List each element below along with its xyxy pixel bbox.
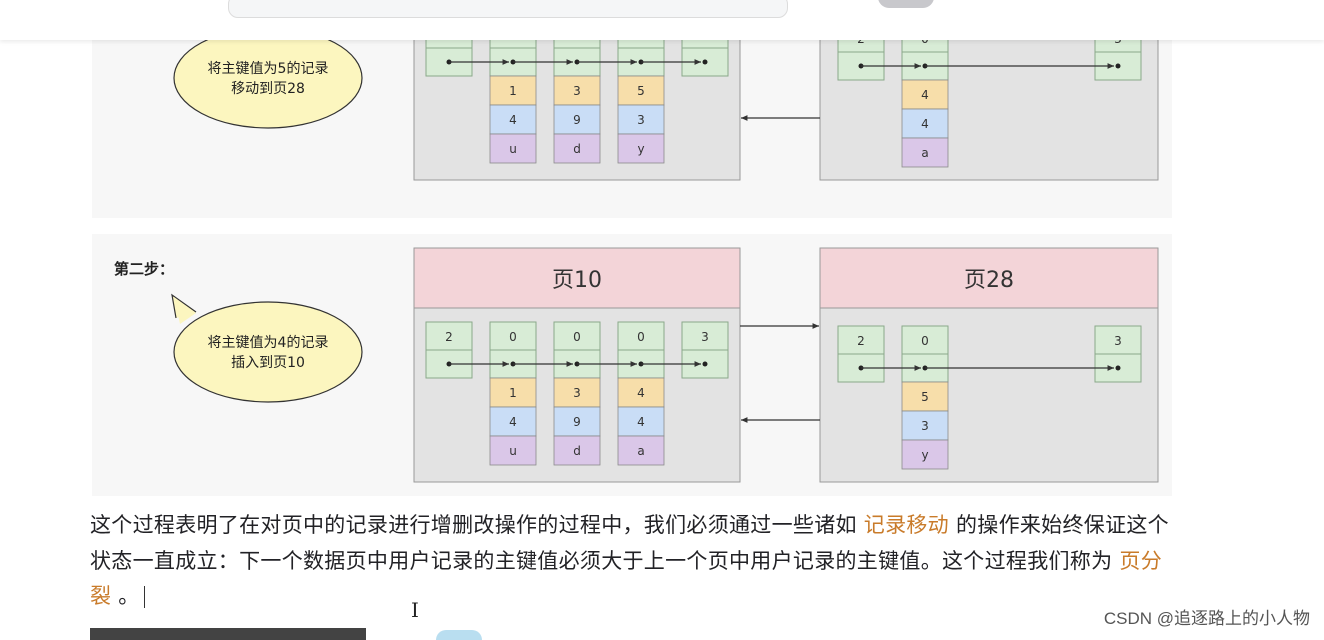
left-record-1-value-2: d bbox=[573, 142, 581, 156]
page-28-title-bar bbox=[819, 247, 1159, 309]
left-head-2-label: 0 bbox=[573, 330, 581, 344]
right-head-2-pointer-dot bbox=[1115, 63, 1121, 69]
right-record-0-value-1: 4 bbox=[921, 117, 929, 131]
step2-diagram: 页10 页28 2 0 0 0 3 1 4 u 3 9 d 4 4 a 2 0 3 5 3 y bbox=[413, 247, 1159, 483]
left-record-0-cell-2 bbox=[489, 133, 537, 164]
text-caret bbox=[143, 586, 145, 608]
article-text-1: 这个过程表明了在对页中的记录进行增删改操作的过程中，我们必须通过一些诸如 bbox=[90, 513, 857, 537]
left-record-0-value-0: 1 bbox=[509, 386, 517, 400]
right-record-0-value-2: a bbox=[921, 146, 928, 160]
left-record-1-cell-2 bbox=[553, 133, 601, 164]
right-record-0-cell-2 bbox=[901, 439, 949, 470]
left-head-4-pointer-dot bbox=[702, 59, 708, 65]
left-record-1-cell-0 bbox=[553, 75, 601, 106]
page-10-title: 页10 bbox=[552, 268, 602, 293]
highlight-record-move[interactable]: 记录移动 bbox=[863, 513, 949, 537]
bubble2-line2: 插入到页10 bbox=[231, 355, 305, 371]
left-head-4-pointer-dot bbox=[702, 361, 708, 367]
left-record-1-value-2: d bbox=[573, 444, 581, 458]
bubble1-line1: 将主键值为5的记录 bbox=[208, 61, 329, 77]
left-record-1-cell-2 bbox=[553, 435, 601, 466]
bubble2-line1: 将主键值为4的记录 bbox=[208, 335, 329, 351]
article-paragraph: 这个过程表明了在对页中的记录进行增删改操作的过程中，我们必须通过一些诸如 记录移… bbox=[90, 508, 1180, 615]
left-record-2-value-2: a bbox=[637, 444, 644, 458]
highlight-page-split[interactable]: 页分裂 bbox=[90, 548, 1162, 609]
step2-label: 第二步： bbox=[114, 260, 174, 278]
watermark: CSDN @追逐路上的小人物 bbox=[1103, 609, 1310, 628]
left-head-1-label: 0 bbox=[509, 330, 517, 344]
left-record-2-value-1: 3 bbox=[637, 113, 645, 127]
next-heading-fragment bbox=[90, 628, 366, 640]
bubble1-line2: 移动到页28 bbox=[231, 81, 305, 97]
left-record-1-cell-1 bbox=[553, 406, 601, 437]
right-record-0-value-1: 3 bbox=[921, 419, 929, 433]
left-record-0-cell-2 bbox=[489, 435, 537, 466]
left-record-1-cell-0 bbox=[553, 377, 601, 408]
callout-bubble-step1: 将主键值为5的记录 移动到页28 bbox=[173, 27, 363, 129]
right-record-0-cell-2 bbox=[901, 137, 949, 168]
left-record-0-cell-0 bbox=[489, 75, 537, 106]
left-head-3-label: 0 bbox=[637, 330, 645, 344]
left-record-0-value-1: 4 bbox=[509, 415, 517, 429]
left-record-0-value-1: 4 bbox=[509, 113, 517, 127]
right-head-2-label: 3 bbox=[1114, 334, 1122, 348]
left-record-0-cell-0 bbox=[489, 377, 537, 408]
right-record-0-value-0: 4 bbox=[921, 88, 929, 102]
callout-bubble-step2: 将主键值为4的记录 插入到页10 bbox=[171, 293, 363, 403]
right-head-1-label: 0 bbox=[921, 334, 929, 348]
left-record-2-cell-1 bbox=[617, 406, 665, 437]
user-avatar[interactable] bbox=[878, 0, 934, 8]
left-record-1-value-1: 9 bbox=[573, 113, 581, 127]
right-head-0-label: 2 bbox=[857, 334, 865, 348]
left-record-0-cell-1 bbox=[489, 104, 537, 135]
article-text-2: 的操作来始终保证这个状态一直成立：下一个数据页中用户记录的主键值必须大于上一个页… bbox=[90, 513, 1169, 573]
page-split-diagram: 第二步： 页10 页28 2 0 0 0 3 1 4 u 3 9 d 5 3 y 2 0 3 4 4 a 页10 页28 2 0… bbox=[92, 0, 1172, 496]
decorative-shape bbox=[436, 630, 482, 640]
left-record-2-value-1: 4 bbox=[637, 415, 645, 429]
left-record-1-cell-1 bbox=[553, 104, 601, 135]
left-head-0-label: 2 bbox=[445, 330, 453, 344]
right-record-0-value-0: 5 bbox=[921, 390, 929, 404]
left-record-2-value-0: 4 bbox=[637, 386, 645, 400]
right-record-0-cell-0 bbox=[901, 79, 949, 110]
mouse-text-cursor: I bbox=[411, 598, 419, 622]
left-record-1-value-1: 9 bbox=[573, 415, 581, 429]
page-28-title: 页28 bbox=[964, 268, 1014, 293]
left-record-0-value-0: 1 bbox=[509, 84, 517, 98]
left-record-2-cell-2 bbox=[617, 133, 665, 164]
left-record-0-value-2: u bbox=[509, 142, 517, 156]
left-record-2-cell-2 bbox=[617, 435, 665, 466]
left-record-2-value-2: y bbox=[637, 142, 644, 156]
article-text-3: 。 bbox=[118, 584, 140, 608]
top-navigation-bar bbox=[0, 0, 1324, 40]
right-head-2-pointer-dot bbox=[1115, 365, 1121, 371]
left-record-2-cell-0 bbox=[617, 377, 665, 408]
left-record-2-value-0: 5 bbox=[637, 84, 645, 98]
left-record-1-value-0: 3 bbox=[573, 84, 581, 98]
search-input[interactable] bbox=[228, 0, 788, 18]
right-record-0-value-2: y bbox=[921, 448, 928, 462]
left-record-0-cell-1 bbox=[489, 406, 537, 437]
left-record-1-value-0: 3 bbox=[573, 386, 581, 400]
left-head-4-label: 3 bbox=[701, 330, 709, 344]
page-10-title-bar bbox=[413, 247, 741, 309]
left-record-0-value-2: u bbox=[509, 444, 517, 458]
